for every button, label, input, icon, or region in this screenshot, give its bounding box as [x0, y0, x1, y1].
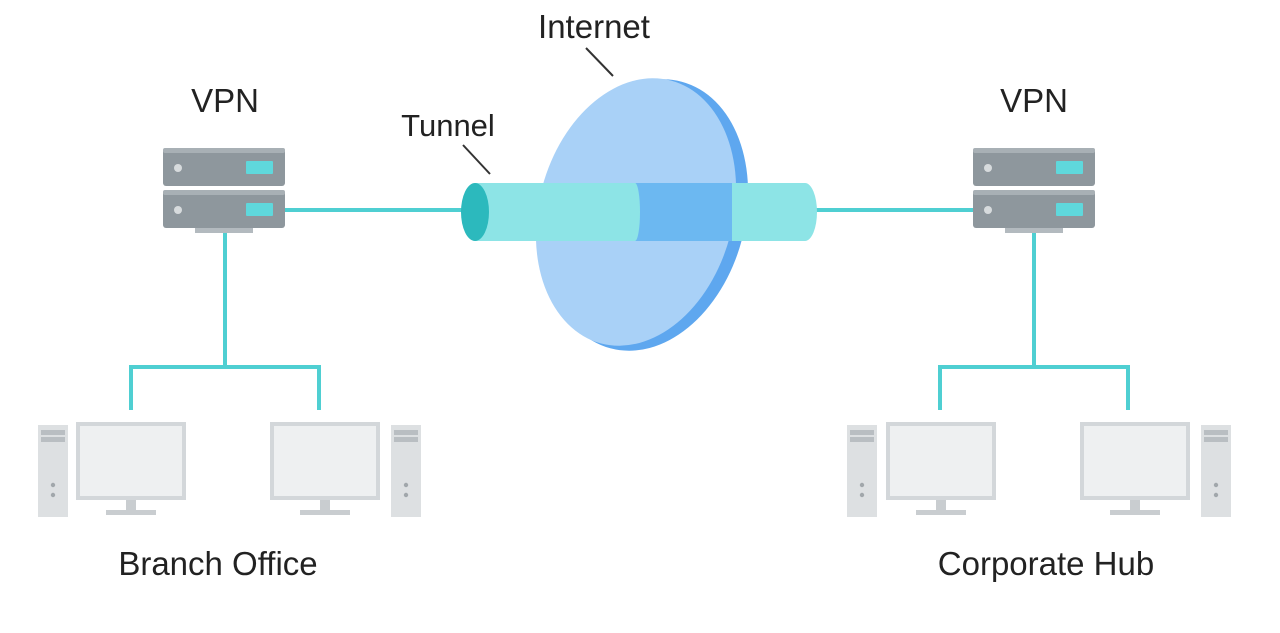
link-right-branch — [938, 365, 1130, 410]
left-vpn-server-icon — [163, 148, 285, 233]
branch-workstation-2 — [270, 422, 421, 517]
right-vpn-server-icon — [973, 148, 1095, 233]
tunnel-label: Tunnel — [401, 108, 495, 143]
monitor-icon — [270, 422, 380, 515]
branch-office-label: Branch Office — [118, 545, 317, 582]
tunnel-icon — [461, 183, 817, 241]
pc-case-icon — [1201, 425, 1231, 517]
monitor-icon — [76, 422, 186, 515]
tunnel-leader-line — [462, 144, 491, 175]
internet-label: Internet — [538, 8, 650, 45]
left-vpn-label: VPN — [191, 82, 259, 119]
pc-case-icon — [391, 425, 421, 517]
link-left-branch — [129, 365, 321, 410]
pc-case-icon — [847, 425, 877, 517]
branch-workstation-1 — [38, 422, 186, 517]
monitor-icon — [886, 422, 996, 515]
hub-workstation-2 — [1080, 422, 1231, 517]
internet-leader-line — [585, 47, 614, 77]
monitor-icon — [1080, 422, 1190, 515]
corporate-hub-label: Corporate Hub — [938, 545, 1154, 582]
network-links — [129, 208, 1130, 410]
right-vpn-label: VPN — [1000, 82, 1068, 119]
pc-case-icon — [38, 425, 68, 517]
hub-workstation-1 — [847, 422, 996, 517]
